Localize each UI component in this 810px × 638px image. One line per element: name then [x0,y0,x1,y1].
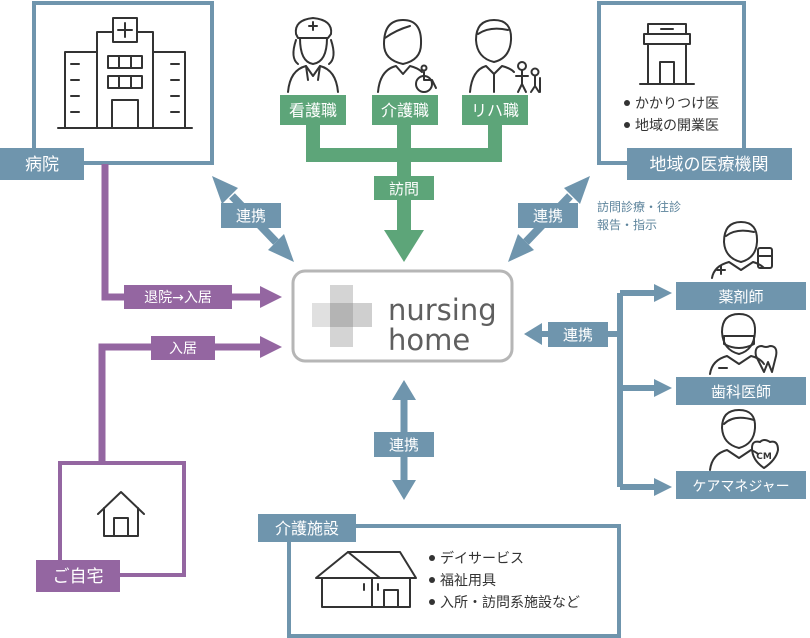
facility-label-box [258,514,356,542]
facility-link-label-box [374,432,434,457]
clinic-note-visit-care: 訪問診療・往診 [597,199,681,214]
care-manager-badge: CM [756,452,772,462]
clinic-link-label-box [518,203,578,228]
facility-frame [287,524,621,638]
specialist-care-manager-label: ケアマネジャー [692,479,789,495]
house-icon [97,491,145,537]
clinic-link-arrow: 連携 [508,176,590,262]
hospital-label: 病院 [25,155,59,175]
facility-link-label: 連携 [389,436,419,454]
staff-nurse-label: 看護職 [289,101,337,120]
staff-nurse-box [280,95,346,125]
facility-bullet [429,577,435,583]
hospital-link-label: 連携 [236,207,266,225]
clinic-bullet [624,122,630,128]
clinic-label: 地域の医療機関 [650,155,769,175]
specialist-pharmacist-label: 薬剤師 [718,288,763,306]
specialist-pharmacist-box [676,282,806,310]
facility-link-arrow: 連携 [374,380,434,500]
care-facility-node: 介護施設 デイサービス 福祉用具 入所・訪問系施設など [258,514,621,638]
dentist-icon [709,313,778,375]
care-manager-icon: CM [709,409,779,471]
specialist-link-label: 連携 [563,326,593,344]
specialist-link-arrow: 連携 [524,284,672,496]
facility-item-residential-visit: 入所・訪問系施設など [440,595,580,611]
facility-item-day-service: デイサービス [440,550,524,567]
hospital-link-label-box [221,203,281,228]
home-label-box [36,560,120,592]
facility-item-welfare-equipment: 福祉用具 [440,573,496,589]
nursing-home-title-line2: home [388,323,470,357]
clinic-item-family-doctor: かかりつけ医 [635,96,719,112]
hospital-link-arrow: 連携 [212,176,294,262]
staff-caregiver-box [372,95,438,125]
visit-arrow-head [384,230,424,262]
nurse-icon [287,17,339,93]
clinic-label-box [627,148,792,180]
clinic-item-local-practitioner: 地域の開業医 [635,118,719,134]
nursing-home-cross-logo [312,285,372,347]
care-facility-icon [315,551,417,608]
staff-caregiver-label: 介護職 [381,101,429,120]
clinic-note-report: 報告・指示 [597,217,657,232]
discharge-arrow: 退院→入居 [101,164,282,309]
home-label: ご自宅 [53,567,104,587]
staff-rehab-label: リハ職 [471,101,519,120]
pharmacist-icon [711,221,773,279]
discharge-label-box [124,285,232,309]
discharge-label: 退院→入居 [144,290,212,306]
specialist-link-label-box [548,322,608,347]
specialist-dentist-label: 歯科医師 [711,383,771,401]
clinic-bullet [624,100,630,106]
clinic-icon [639,23,695,85]
rehab-therapist-icon [469,19,541,93]
move-in-arrow: 入居 [98,336,282,462]
clinic-link-label: 連携 [533,207,563,225]
hospital-node: 病院 [0,1,214,180]
caregiver-icon [377,19,437,93]
visiting-staff-group: 看護職 介護職 リハ職 [280,17,541,262]
facility-bullet [429,555,435,561]
clinic-node: かかりつけ医 地域の開業医 地域の医療機関 [597,1,792,180]
nursing-home-node: nursing home [291,269,514,363]
home-frame [58,461,186,577]
home-node: ご自宅 [36,461,186,592]
move-in-label-box [151,336,215,360]
hospital-building-icon [57,17,193,129]
nursing-home-title-line1: nursing [388,293,497,327]
visit-label: 訪問 [389,180,419,198]
facility-label: 介護施設 [275,519,339,538]
visit-label-box [374,176,434,200]
specialist-dentist-box [676,377,806,405]
move-in-label: 入居 [169,341,197,357]
staff-rehab-box [462,95,528,125]
facility-bullet [429,599,435,605]
hospital-label-box [0,148,84,180]
specialist-care-manager-box [676,471,806,499]
